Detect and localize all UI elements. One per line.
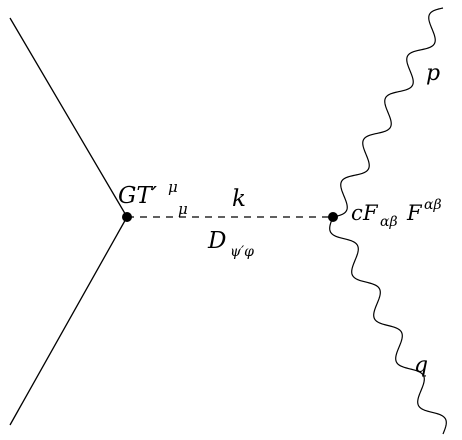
photon-q-label: q <box>414 353 428 378</box>
vertex-right <box>328 212 338 222</box>
propagator-subscript: ψ′φ <box>230 244 254 260</box>
photon-p-label: p <box>426 61 440 86</box>
incoming-line-lower <box>9 216 128 426</box>
vertex-right-F1-subscript: αβ <box>380 214 398 230</box>
vertex-right-F2: F <box>406 201 423 225</box>
vertex-right-F2-superscript: αβ <box>424 197 442 213</box>
vertex-left-subscript: μ <box>178 200 188 218</box>
photon-line-p <box>332 7 444 218</box>
vertex-left-superscript: μ <box>168 178 178 196</box>
vertex-right-F1: F <box>362 201 379 225</box>
vertex-left-main: GT′ <box>118 183 158 209</box>
vertex-left-label: GT′ <box>118 183 158 209</box>
vertex-left <box>122 212 132 222</box>
photon-line-q <box>329 216 447 435</box>
propagator-label: D <box>207 228 226 254</box>
vertex-right-c: c <box>351 201 363 225</box>
incoming-line-upper <box>9 17 128 218</box>
momentum-k-label: k <box>232 186 246 212</box>
